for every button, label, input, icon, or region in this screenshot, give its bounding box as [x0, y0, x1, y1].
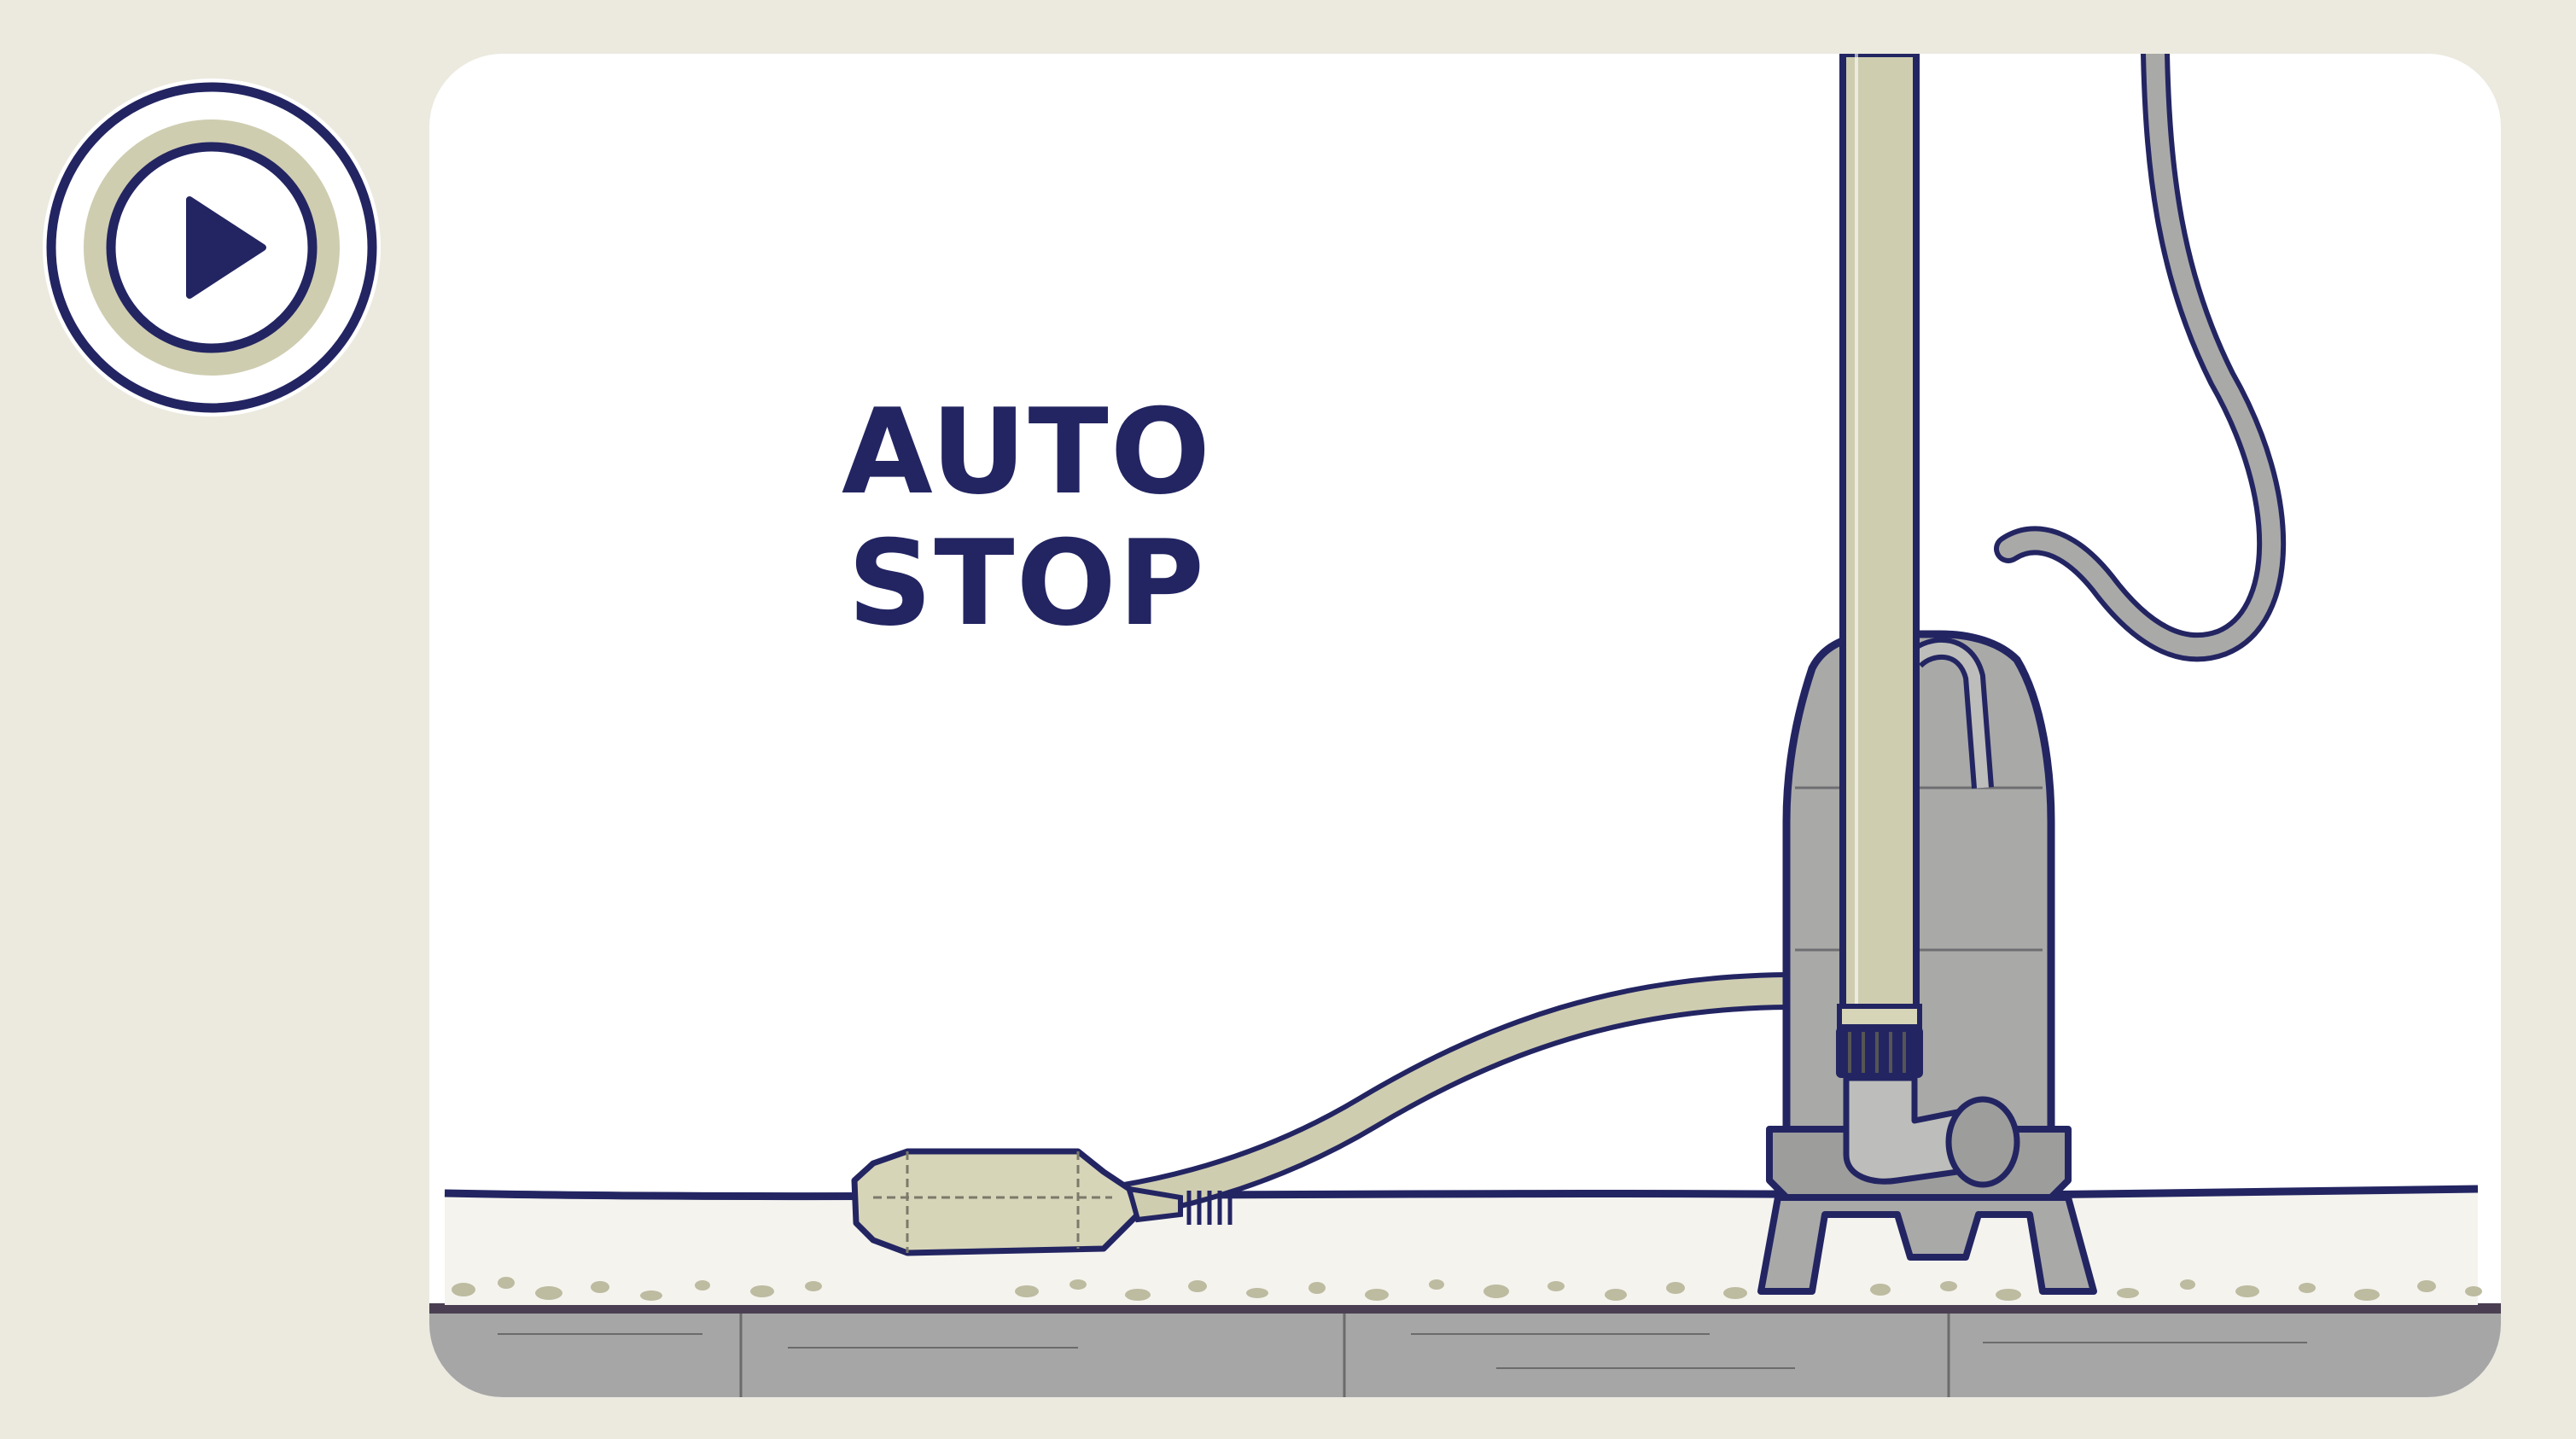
pump: [1757, 630, 2097, 1295]
float-cable: [1102, 972, 1805, 1221]
caption-line-2: STOP: [848, 515, 1206, 652]
pump-illustration: [429, 54, 2501, 1397]
play-icon: [43, 79, 381, 417]
play-button[interactable]: [39, 75, 384, 420]
discharge-hose: [1836, 54, 1923, 1078]
power-cable: [1994, 54, 2287, 662]
auto-stop-caption: AUTO STOP: [805, 387, 1249, 650]
caption-line-1: AUTO: [841, 383, 1213, 521]
float-switch: [851, 1148, 1233, 1256]
water: [444, 1185, 2482, 1305]
floor: [429, 1303, 2501, 1397]
illustration-card: AUTO STOP: [429, 54, 2501, 1397]
